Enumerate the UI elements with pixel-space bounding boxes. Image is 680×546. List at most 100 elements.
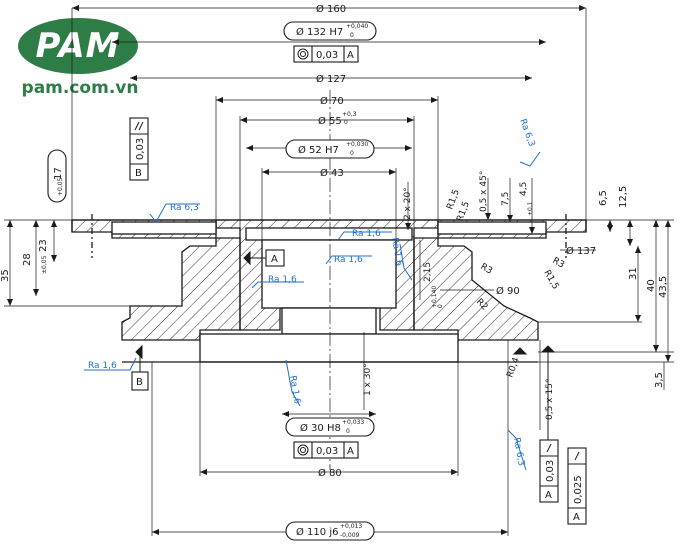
roughness-symbols: [84, 151, 541, 471]
top-recess-right: [437, 221, 547, 235]
dim-23-tol: ±0,05: [41, 255, 48, 274]
ra-left: Ra 1,6: [88, 361, 117, 371]
roughness-texts: Ra 6,3 Ra 6,3 Ra 1,6 Ra 1,6 Ra 1,6 Ra 1,…: [88, 118, 536, 467]
logo-text: PAM: [35, 26, 121, 66]
dim-d55-up: +0,3: [342, 111, 357, 118]
ra-symbol-bore: [399, 243, 413, 281]
dim-d70: Ø 70: [320, 95, 344, 107]
dim-r1_5c: R1,5: [541, 269, 560, 292]
gdt-f1-tol: 0,03: [316, 50, 338, 61]
dimension-texts: Ø 160 Ø 132 H7 +0,040 0 0,03 A Ø 127 Ø 7…: [0, 3, 669, 539]
ra-d: Ra 1,6: [287, 375, 302, 405]
dim-d110-up: +0,013: [340, 523, 362, 530]
dim-d80: Ø 80: [318, 467, 342, 479]
top-recess: [111, 221, 217, 235]
dim-2x20: 2 x 20°: [403, 187, 413, 220]
gdt-f4-datum: A: [545, 490, 552, 501]
dim-d132: Ø 132 H7: [296, 26, 343, 38]
logo-oval: [18, 18, 138, 74]
gdt-frames: [47, 21, 587, 541]
datum-markers: [135, 250, 556, 440]
dim-d132-lo: 0: [350, 32, 354, 39]
dim-43_5: 43,5: [658, 276, 669, 298]
ra-top: Ra 6,3: [170, 203, 199, 213]
datum-b-box: [131, 371, 149, 391]
dim-31: 31: [628, 267, 639, 280]
dim-6_5: 6,5: [598, 190, 609, 206]
dim-d132-up: +0,040: [346, 23, 368, 30]
dim-3_5: 3,5: [654, 372, 665, 388]
bore-52: [245, 227, 413, 241]
bore-30: [281, 307, 377, 335]
dim-d52: Ø 52 H7: [298, 144, 339, 156]
dim-d30-lo: 0: [346, 428, 350, 435]
dim-d137: Ø 137: [566, 245, 596, 257]
ra-a: Ra 1,6: [352, 229, 381, 239]
gdt-f4-tol: 0,03: [545, 460, 556, 482]
ra-symbol-left: [84, 357, 137, 371]
dim-d43: Ø 43: [320, 167, 344, 179]
dim-d30: Ø 30 H8: [300, 422, 341, 434]
bottom-hub: [199, 333, 459, 363]
dim-2_15-lo: 0: [437, 304, 444, 308]
ra-bore: Ra 1,6: [389, 237, 404, 267]
dim-d52-lo: 0: [350, 150, 354, 157]
dim-d30-up: +0,033: [342, 419, 364, 426]
dim-2_15-up: +0,140: [431, 286, 438, 308]
dim-d90: Ø 90: [496, 285, 520, 297]
datum-b-label: B: [136, 377, 143, 388]
ra-symbol-top: [149, 203, 200, 223]
dim-0_5x45: 0,5 x 45°: [479, 171, 489, 212]
dim-d160: Ø 160: [316, 3, 346, 15]
dim-d110: Ø 110 j6: [296, 526, 338, 538]
dim-r3b: R3: [551, 256, 566, 271]
dim-d52-up: +0,030: [346, 141, 368, 148]
outline-lines: [71, 90, 587, 470]
datum-a-label: A: [271, 254, 278, 265]
dim-4_5: 4,5: [519, 182, 529, 196]
ra-symbol-a: [337, 231, 392, 241]
gdt-frame-5: [567, 447, 587, 525]
dim-1x30: 1 x 30°: [363, 363, 373, 396]
gdt-frame-1: [293, 45, 359, 63]
datum-a-box: [265, 249, 285, 267]
dim-28: 28: [22, 253, 33, 266]
inner-bores: [111, 221, 547, 363]
ra-symbol-bottom: [507, 429, 527, 471]
right-flange-section: [413, 219, 587, 341]
dim-d55: Ø 55: [318, 115, 342, 127]
dim-0_5x15: 0,5 x 15°: [545, 379, 555, 420]
gdt-f3-datum: B: [135, 168, 142, 179]
dim-4_5-up: +0,1: [527, 201, 534, 216]
brand-logo: PAM pam.com.vn: [18, 18, 142, 98]
gdt-f2-datum: A: [347, 446, 354, 457]
dim-40: 40: [646, 279, 657, 292]
dim-2_15: 2,15: [423, 262, 433, 282]
gdt-frame-2: [293, 441, 359, 459]
gdt-f5-tol: 0,025: [573, 475, 584, 504]
dim-23: 23: [38, 239, 49, 252]
dimension-lines: [4, 5, 674, 536]
dim-17: 17: [53, 167, 64, 180]
dim-35: 35: [0, 269, 11, 282]
dim-d110-lo: -0,009: [340, 532, 360, 539]
ra-symbol-flange: [519, 151, 541, 167]
ra-symbol-b: [325, 255, 372, 265]
gdt-symbols: [134, 48, 580, 461]
gdt-f1-datum: A: [347, 50, 354, 61]
ra-symbol-c: [251, 281, 304, 289]
gdt-f3-tol: 0,03: [135, 138, 146, 160]
dim-17-up: +0,05: [57, 177, 64, 196]
ra-flange: Ra 6,3: [517, 118, 536, 148]
dim-7_5: 7,5: [501, 192, 511, 206]
ra-c: Ra 1,6: [268, 275, 297, 285]
dim-r3a: R3: [479, 262, 494, 277]
ra-bottom: Ra 6,3: [511, 437, 526, 467]
dim-12_5: 12,5: [618, 186, 629, 208]
dim-d127: Ø 127: [316, 73, 346, 85]
dim-d55-lo: 0: [344, 119, 348, 126]
gdt-f2-tol: 0,03: [316, 446, 338, 457]
ra-symbol-d: [285, 359, 301, 407]
left-flange-section: [71, 219, 241, 341]
